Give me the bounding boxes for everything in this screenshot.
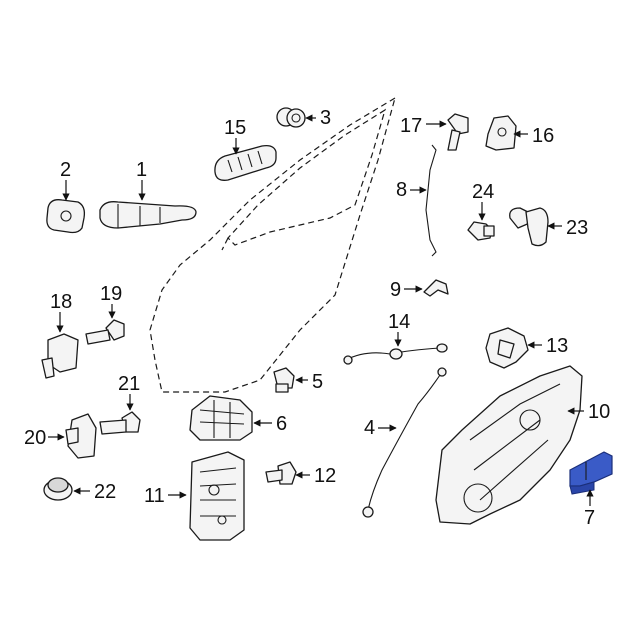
callout-label-13: 13	[546, 335, 568, 357]
part-24-bolt	[467, 221, 495, 241]
part-10-regulator	[435, 365, 583, 525]
part-2-handle-cap	[46, 199, 86, 234]
callout-21: 21	[118, 373, 140, 411]
callout-label-9: 9	[390, 279, 401, 301]
door-outline	[149, 96, 396, 393]
callout-15: 15	[224, 117, 246, 155]
part-20-bracket	[65, 413, 97, 459]
callout-11: 11	[144, 485, 187, 507]
callout-17: 17	[400, 115, 447, 137]
callout-label-23: 23	[566, 217, 588, 239]
callout-20: 20	[24, 427, 65, 449]
callout-label-7: 7	[584, 507, 595, 529]
callout-label-11: 11	[144, 485, 165, 507]
part-12-bolt	[265, 461, 297, 485]
callout-7: 7	[584, 489, 595, 529]
callout-label-21: 21	[118, 373, 140, 395]
callout-16: 16	[513, 125, 554, 147]
callout-23: 23	[547, 217, 588, 239]
part-21-bolt	[99, 411, 141, 435]
callout-19: 19	[100, 283, 122, 319]
callout-4: 4	[364, 417, 397, 439]
part-1-outside-handle	[99, 201, 197, 229]
callout-label-19: 19	[100, 283, 122, 305]
part-18-bracket	[41, 333, 79, 379]
callout-label-6: 6	[276, 413, 287, 435]
callout-label-22: 22	[94, 481, 116, 503]
callout-label-2: 2	[60, 159, 71, 181]
part-6-actuator	[189, 395, 253, 441]
part-17-bolt	[447, 113, 469, 151]
part-16-bracket	[485, 115, 517, 151]
callout-label-16: 16	[532, 125, 554, 147]
callout-13: 13	[527, 335, 568, 357]
callout-6: 6	[253, 413, 287, 435]
callout-label-4: 4	[364, 417, 375, 439]
callout-label-12: 12	[314, 465, 336, 487]
callout-label-5: 5	[312, 371, 323, 393]
callout-label-14: 14	[388, 311, 410, 333]
part-14-cable	[343, 343, 448, 365]
callout-9: 9	[390, 279, 423, 301]
part-5-bolt	[273, 367, 295, 393]
part-7-highlighted	[569, 451, 613, 495]
part-13-bracket	[485, 327, 529, 369]
callout-label-18: 18	[50, 291, 72, 313]
part-19-bolt	[85, 319, 125, 345]
callout-label-17: 17	[400, 115, 422, 137]
callout-label-15: 15	[224, 117, 246, 139]
part-3-grommet	[276, 107, 306, 128]
callout-2: 2	[60, 159, 71, 201]
callout-label-10: 10	[588, 401, 610, 423]
part-23-check-link	[509, 207, 549, 247]
callout-5: 5	[295, 371, 323, 393]
callout-label-8: 8	[396, 179, 407, 201]
callout-label-1: 1	[136, 159, 147, 181]
callout-8: 8	[396, 179, 427, 201]
callout-18: 18	[50, 291, 72, 333]
part-22-nut	[43, 477, 73, 501]
callout-10: 10	[567, 401, 610, 423]
callout-label-20: 20	[24, 427, 46, 449]
callout-3: 3	[305, 107, 331, 129]
part-15-switch	[214, 144, 277, 181]
part-4-cable	[362, 367, 447, 518]
callout-1: 1	[136, 159, 147, 201]
part-11-latch	[189, 451, 245, 541]
callout-label-3: 3	[320, 107, 331, 129]
callout-14: 14	[388, 311, 410, 347]
callout-24: 24	[472, 181, 494, 221]
part-8-rod	[425, 144, 437, 257]
callout-22: 22	[73, 481, 116, 503]
callout-label-24: 24	[472, 181, 494, 203]
callout-12: 12	[295, 465, 336, 487]
part-9-clip	[423, 279, 449, 297]
